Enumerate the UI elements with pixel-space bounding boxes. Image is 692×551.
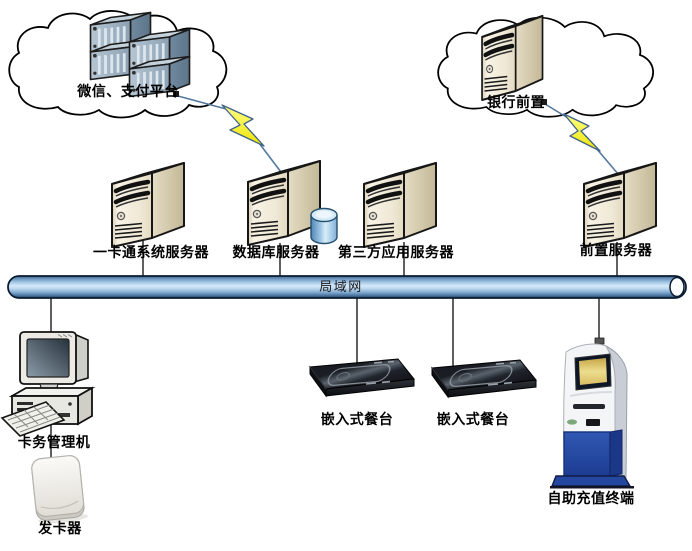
embedded-panel-icon-1	[309, 358, 415, 397]
lightning-bolt-icon	[563, 113, 601, 152]
label-dining-terminal-2: 嵌入式餐台	[436, 411, 510, 427]
desktop-pc-icon	[0, 331, 96, 437]
kiosk-icon	[550, 337, 634, 489]
bus-connection-lines	[50, 240, 618, 466]
embedded-panel-icon-2	[431, 359, 537, 398]
tower-server-icon-onecard	[112, 163, 184, 247]
kiosk-screen	[579, 358, 607, 385]
label-cloud-right: 银行前置	[487, 94, 545, 110]
printer-slot	[573, 404, 605, 409]
label-server-front: 前置服务器	[579, 242, 653, 258]
crt-screen	[26, 338, 70, 378]
label-server-thirdparty: 第三方应用服务器	[338, 244, 454, 260]
label-lan-bus: 局域网	[319, 279, 363, 294]
cloud-left	[8, 10, 228, 119]
label-server-onecard: 一卡通系统服务器	[93, 244, 209, 260]
tower-server-icon-thirdparty	[364, 163, 436, 247]
label-recharge-kiosk: 自助充值终端	[547, 490, 635, 506]
lightning-bolt-icon	[221, 104, 265, 147]
tower-server-icon-database	[248, 161, 320, 245]
label-cloud-left: 微信、支付平台	[77, 83, 179, 99]
label-card-issuer: 发卡器	[38, 520, 82, 536]
label-card-manager: 卡务管理机	[17, 434, 91, 450]
card-slot	[586, 419, 600, 426]
database-cylinder-icon	[310, 207, 338, 245]
pipe-end-cap	[669, 276, 685, 298]
label-server-database: 数据库服务器	[232, 244, 320, 260]
card-reader-icon	[31, 455, 88, 524]
tower-server-icon-front	[584, 163, 656, 247]
lan-bus-pipe	[7, 275, 687, 299]
label-dining-terminal-1: 嵌入式餐台	[320, 411, 394, 427]
